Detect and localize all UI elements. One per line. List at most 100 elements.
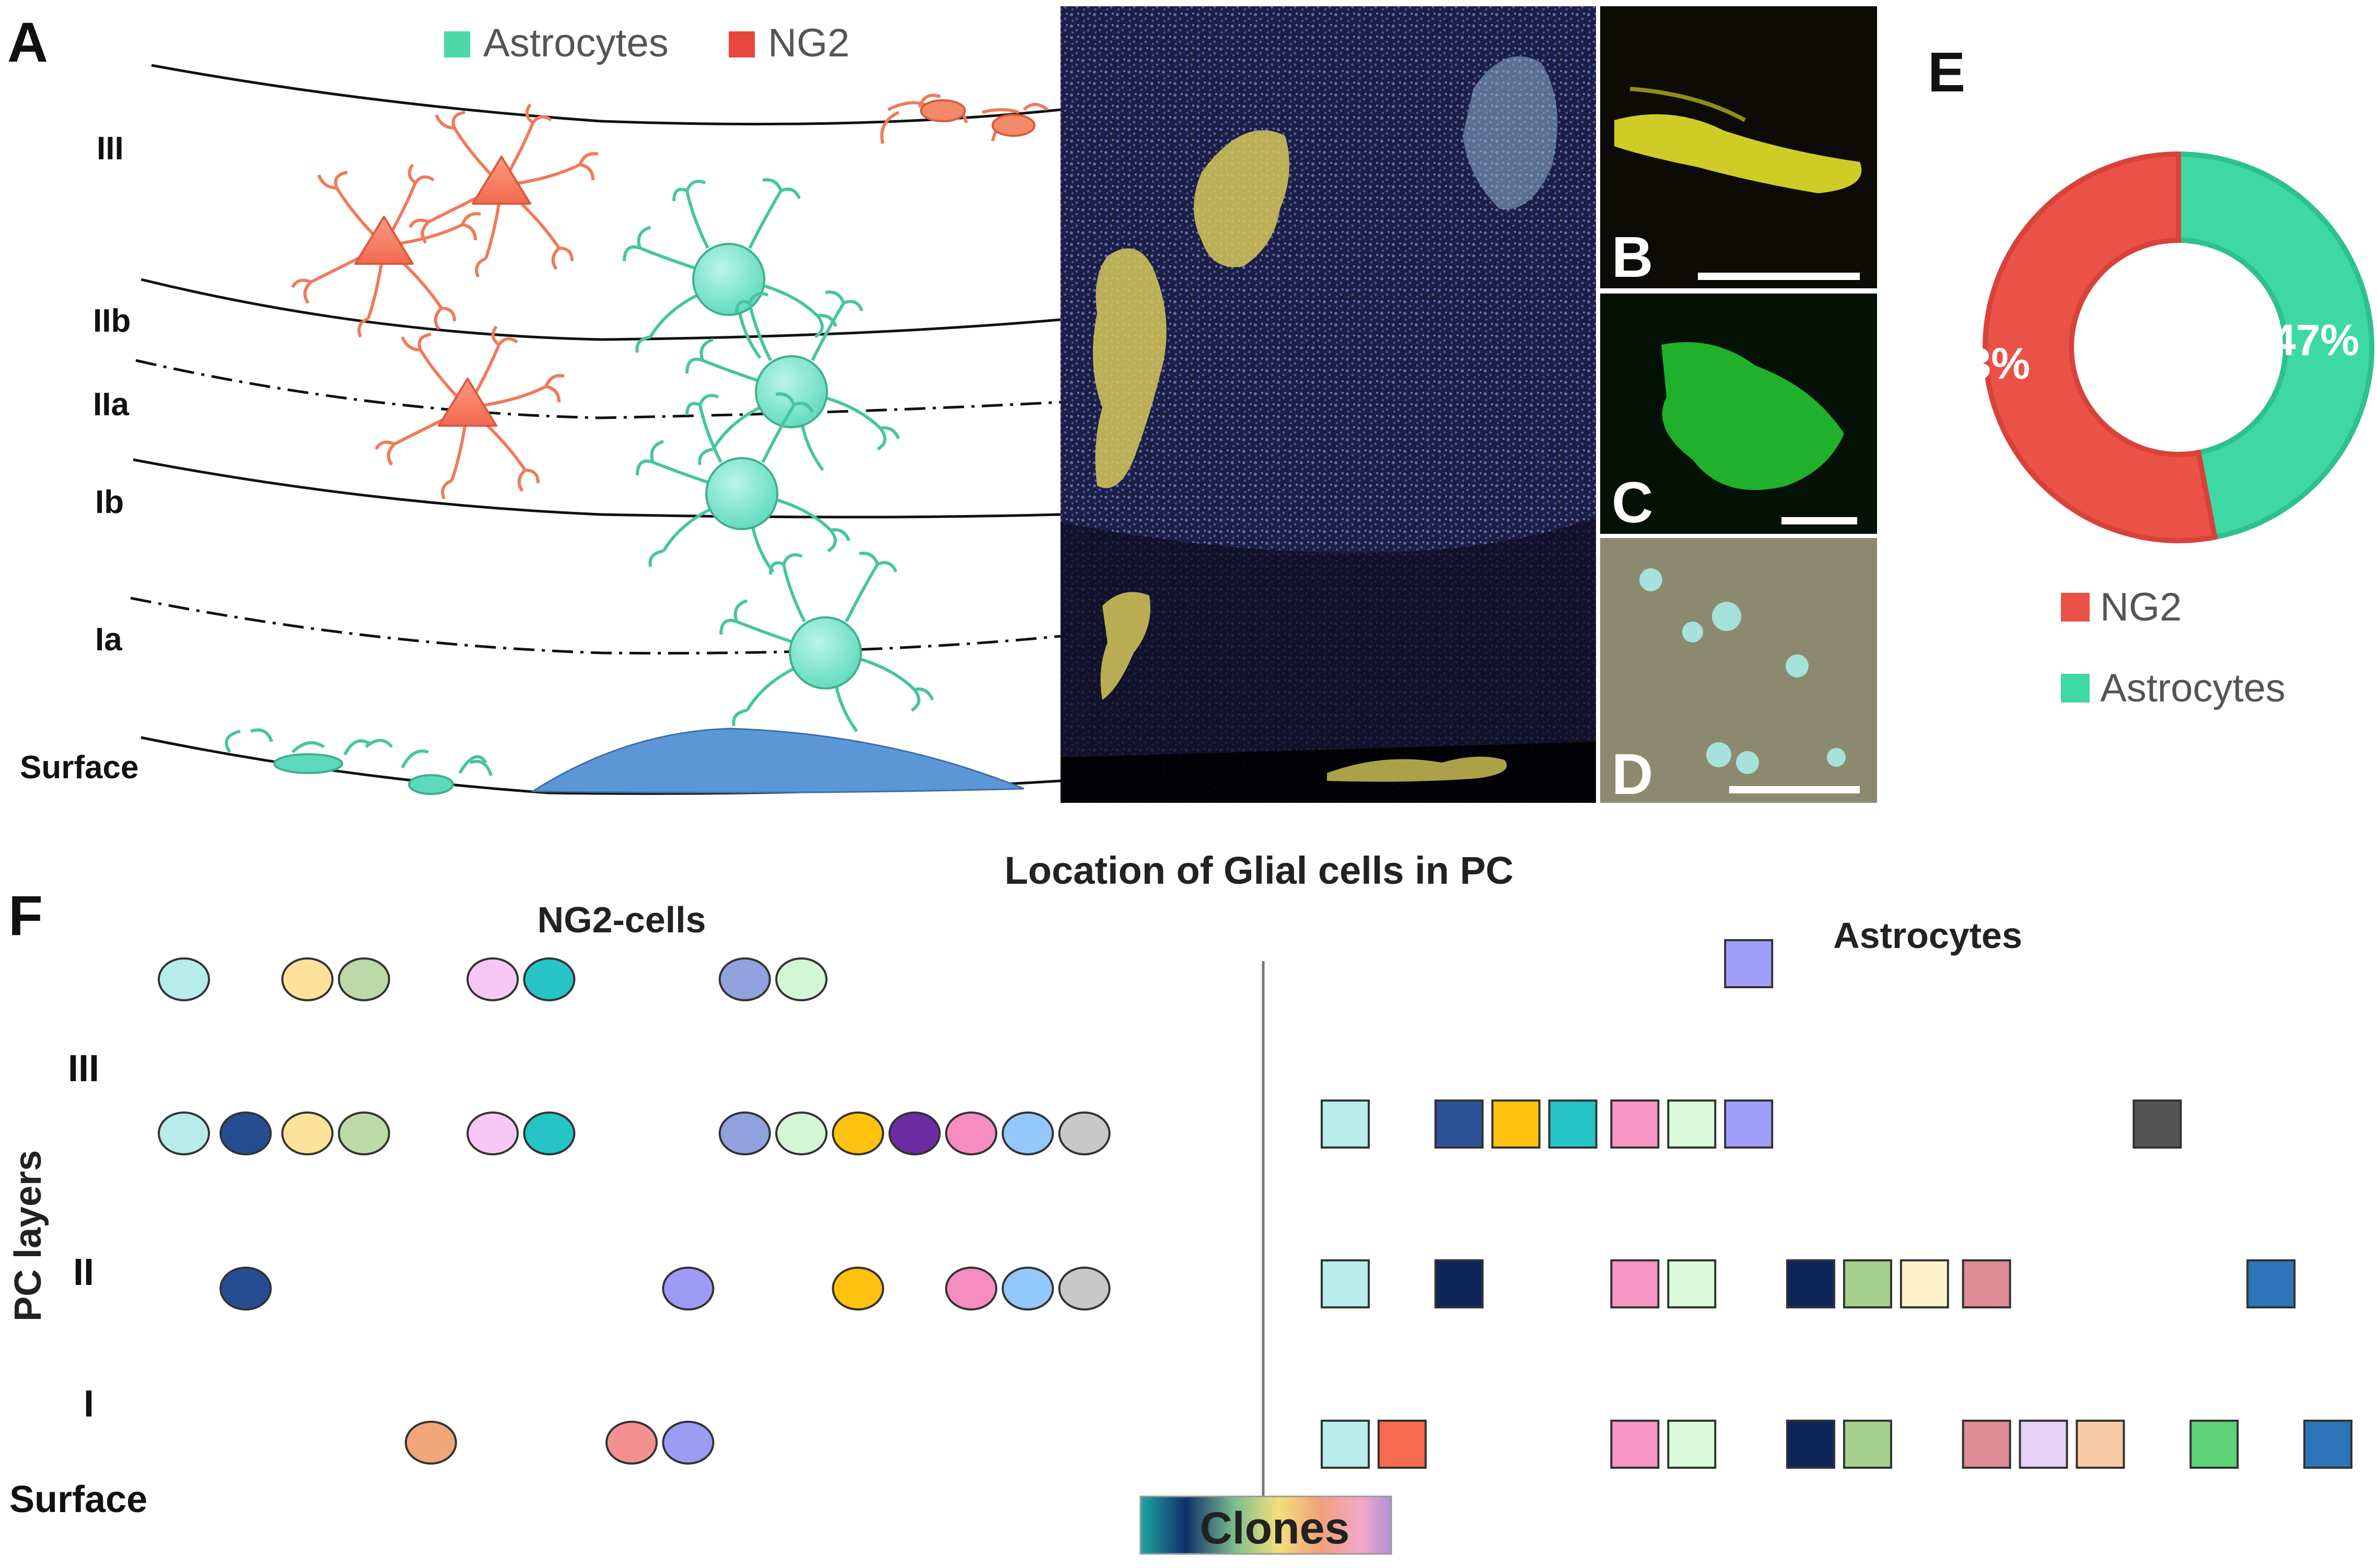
panel-a-legend: Astrocytes NG2 bbox=[444, 21, 849, 65]
astrocyte-clone-marker bbox=[1377, 1420, 1427, 1469]
ng2-clone-marker bbox=[523, 957, 576, 1001]
astrocyte-cell bbox=[636, 392, 850, 573]
ng2-clone-marker bbox=[1058, 1111, 1111, 1155]
f-layer-label-ii: II bbox=[73, 1251, 94, 1293]
ng2-clone-marker bbox=[337, 1111, 390, 1155]
ng2-clone-marker bbox=[404, 1421, 457, 1465]
astrocyte-clone-marker bbox=[2019, 1420, 2068, 1469]
f-layer-label-surface: Surface bbox=[9, 1479, 147, 1520]
ng2-clone-marker bbox=[1001, 1111, 1054, 1155]
astrocyte-clone-marker bbox=[1667, 1099, 1717, 1149]
ng2-clone-marker bbox=[523, 1111, 576, 1155]
ng2-clone-marker bbox=[775, 1111, 828, 1155]
astrocyte-clone-marker bbox=[1962, 1420, 2011, 1469]
micrograph-main bbox=[1061, 6, 1596, 803]
astrocyte-clone-marker bbox=[2133, 1099, 2182, 1149]
ng2-clone-marker bbox=[158, 1111, 210, 1155]
astrocyte-clone-marker bbox=[1434, 1259, 1484, 1308]
astrocyte-surface-body bbox=[273, 753, 343, 774]
scale-bar bbox=[1698, 273, 1860, 280]
astrocyte-clone-markers bbox=[1321, 939, 2352, 1469]
slice-label-ng2: 53% bbox=[1942, 339, 2030, 388]
ng2-cell-body bbox=[992, 114, 1035, 137]
astrocyte-cell bbox=[685, 290, 900, 471]
layer-boundaries bbox=[130, 64, 1061, 795]
ng2-clone-marker bbox=[832, 1111, 884, 1155]
astrocytes-heading: Astrocytes bbox=[1833, 915, 2022, 956]
boundary-iii-iib bbox=[141, 278, 1061, 341]
legend-ng2-label: NG2 bbox=[768, 21, 849, 65]
ng2-cell bbox=[291, 163, 481, 338]
donut-slice-ng2 bbox=[1983, 151, 2218, 543]
ng2-clone-marker bbox=[718, 957, 771, 1001]
ng2-clone-marker bbox=[662, 1421, 715, 1465]
ng2-clone-marker bbox=[281, 957, 334, 1001]
clones-colorbar: Clones bbox=[1139, 1495, 1392, 1555]
astrocyte-clone-marker bbox=[1786, 1420, 1835, 1469]
layer-label-iii: III bbox=[97, 131, 124, 167]
astrocyte-clone-marker bbox=[1843, 1420, 1892, 1469]
ng2-clone-markers bbox=[158, 957, 1111, 1465]
astrocyte-clone-marker bbox=[1321, 1259, 1370, 1308]
ng2-heading: NG2-cells bbox=[538, 899, 706, 940]
f-layer-label-i: I bbox=[84, 1383, 94, 1425]
astrocyte-cell bbox=[623, 178, 837, 359]
ng2-clone-marker bbox=[337, 957, 390, 1001]
layer-label-iib: IIb bbox=[93, 303, 131, 339]
legend-ng2-swatch bbox=[729, 31, 755, 57]
panel-f-letter: F bbox=[8, 884, 43, 947]
micrograph-c-letter: C bbox=[1612, 471, 1653, 535]
astrocyte-clone-marker bbox=[1321, 1420, 1370, 1469]
donut-slice-astrocytes bbox=[2176, 151, 2374, 541]
ng2-cell bbox=[409, 103, 599, 278]
ng2-clone-marker bbox=[775, 957, 828, 1001]
astrocyte-clone-marker bbox=[2303, 1420, 2352, 1469]
ng2-clone-marker bbox=[219, 1111, 272, 1155]
slice-label-astrocytes: 47% bbox=[2271, 315, 2359, 365]
boundary-top bbox=[151, 64, 1061, 126]
ng2-clone-marker bbox=[467, 1111, 519, 1155]
layer-label-ib: Ib bbox=[95, 484, 124, 520]
ng2-clone-marker bbox=[1058, 1267, 1111, 1310]
ng2-clone-marker bbox=[888, 1111, 941, 1155]
ng2-clone-marker bbox=[718, 1111, 771, 1155]
layer-label-surface: Surface bbox=[20, 750, 138, 786]
boundary-iib-iia bbox=[135, 359, 1061, 419]
astrocyte-cell bbox=[719, 552, 934, 732]
micrograph-b: B bbox=[1600, 6, 1877, 289]
astrocyte-clone-marker bbox=[1491, 1099, 1541, 1149]
ng2-cell-body bbox=[920, 99, 966, 122]
astrocyte-clone-marker bbox=[1786, 1259, 1835, 1308]
boundary-iia-ib bbox=[133, 458, 1061, 519]
scale-bar bbox=[1781, 517, 1857, 524]
micrograph-b-letter: B bbox=[1612, 225, 1653, 289]
ng2-clone-marker bbox=[158, 957, 210, 1001]
astrocyte-clone-marker bbox=[2076, 1420, 2125, 1469]
micrograph-d-letter: D bbox=[1612, 742, 1653, 806]
astrocyte-clone-marker bbox=[1724, 1099, 1774, 1149]
ng2-clone-marker bbox=[605, 1421, 658, 1465]
astrocyte-clone-marker bbox=[1843, 1259, 1892, 1308]
ng2-clone-marker bbox=[1001, 1267, 1054, 1310]
legend-astrocytes-label: Astrocytes bbox=[483, 21, 669, 65]
ng2-clone-marker bbox=[832, 1267, 884, 1310]
e-legend-astrocytes-label: Astrocytes bbox=[2100, 666, 2286, 710]
astrocyte-clone-marker bbox=[1667, 1259, 1717, 1308]
e-legend-ng2-swatch bbox=[2061, 593, 2090, 622]
ng2-cell bbox=[375, 325, 565, 500]
panel-a-letter: A bbox=[7, 10, 48, 74]
ng2-clone-marker bbox=[945, 1111, 998, 1155]
astrocyte-clone-marker bbox=[1962, 1259, 2011, 1308]
astrocyte-clone-marker bbox=[1434, 1099, 1484, 1149]
astrocyte-clone-marker bbox=[1548, 1099, 1598, 1149]
astrocyte-surface bbox=[225, 728, 493, 776]
ng2-clone-marker bbox=[945, 1267, 998, 1310]
astrocyte-clone-marker bbox=[2189, 1420, 2239, 1469]
ng2-clone-marker bbox=[219, 1267, 272, 1310]
f-layer-label-iii: III bbox=[68, 1048, 99, 1090]
panel-f-title: Location of Glial cells in PC bbox=[1005, 849, 1514, 892]
scale-bar bbox=[1729, 786, 1860, 793]
donut-chart bbox=[1983, 151, 2374, 543]
e-legend-ng2-label: NG2 bbox=[2100, 585, 2182, 629]
surface-structure bbox=[530, 728, 1024, 794]
